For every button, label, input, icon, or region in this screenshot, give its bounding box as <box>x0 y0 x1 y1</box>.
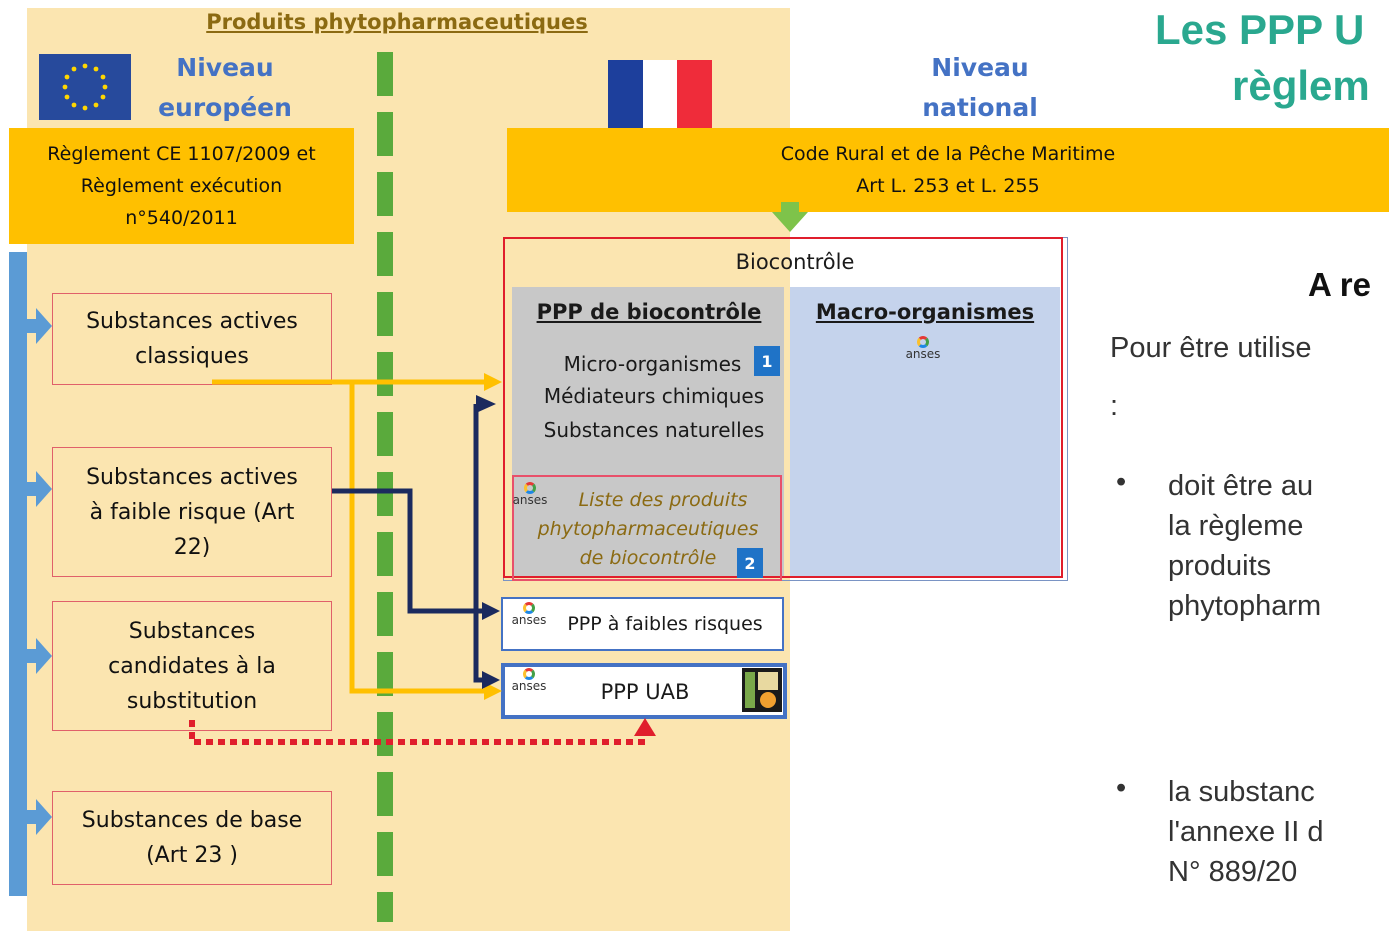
biocontrole-item: Substances naturelles <box>543 418 765 442</box>
national-level-label: Niveau national <box>905 48 1055 128</box>
anses-logo-icon: anses <box>506 668 552 693</box>
slide-title-line2: règlem <box>1232 62 1370 109</box>
ppp-uab-box <box>501 663 787 719</box>
bullet-2-line2: l'annexe II d <box>1168 816 1324 848</box>
eu-level-label: Niveau européen <box>140 48 310 128</box>
anses-logo-word: anses <box>905 347 941 361</box>
bullet-1-line1: doit être au <box>1168 470 1314 502</box>
french-flag-icon <box>608 60 713 130</box>
right-colon: : <box>1110 390 1119 422</box>
liste-line2: phytopharmaceutiques <box>537 518 759 540</box>
panel-title: Produits phytopharmaceutiques <box>206 10 588 34</box>
slide-title-line1: Les PPP U <box>1155 6 1365 53</box>
substance-box-candidates: Substances candidates à la substitution <box>52 601 332 731</box>
right-intro: Pour être utilise <box>1110 332 1312 364</box>
badge-1: 1 <box>754 346 780 376</box>
agriculture-bio-logo-icon <box>742 668 782 712</box>
ppp-uab-label: PPP UAB <box>600 680 690 704</box>
biocontrole-grey-area <box>512 287 784 577</box>
biocontrole-item: Micro-organismes <box>563 352 742 376</box>
substance-line2: candidates à la <box>108 653 276 679</box>
ppp-faibles-risques-box <box>501 597 784 651</box>
ppp-faibles-risques-label: PPP à faibles risques <box>567 613 763 635</box>
national-level-line1: Niveau <box>931 53 1029 82</box>
right-heading: A re <box>1308 266 1371 303</box>
bullet-1-dot: • <box>1116 466 1127 498</box>
eu-level-line1: Niveau <box>176 53 274 82</box>
liste-produits-box <box>512 475 782 581</box>
eu-regulation-line3: n°540/2011 <box>125 207 238 229</box>
eu-regulation-line2: Règlement exécution <box>80 175 283 197</box>
bullet-1: doit être au la règleme produits phytoph… <box>1168 466 1321 626</box>
national-code-line1: Code Rural et de la Pêche Maritime <box>780 143 1116 165</box>
biocontrole-title: Biocontrôle <box>735 250 855 274</box>
substance-line2: classiques <box>135 344 249 369</box>
national-code-line2: Art L. 253 et L. 255 <box>856 175 1040 197</box>
eu-bracket-bar <box>9 252 27 896</box>
macro-organismes-heading: Macro-organismes <box>815 300 1035 324</box>
level-separator-line <box>377 52 393 922</box>
bullet-2-line1: la substanc <box>1168 776 1315 808</box>
biocontrole-frame <box>503 237 1063 578</box>
substance-box-base: Substances de base (Art 23 ) <box>52 791 332 885</box>
bullet-1-line2: la règleme <box>1168 510 1304 542</box>
ppp-biocontrole-heading: PPP de biocontrôle <box>536 300 762 324</box>
bullet-2-dot: • <box>1116 772 1127 804</box>
substance-line2: (Art 23 ) <box>146 843 238 868</box>
liste-produits-text: Liste des produits phytopharmaceutiques … <box>518 486 778 573</box>
anses-logo-icon: anses <box>508 482 552 507</box>
macro-organismes-area <box>790 287 1060 577</box>
substance-line1: Substances actives <box>86 309 298 334</box>
liste-line1: Liste des produits <box>578 489 748 511</box>
eu-regulation-box: Règlement CE 1107/2009 et Règlement exéc… <box>9 128 354 244</box>
anses-logo-icon: anses <box>506 602 552 627</box>
substance-box-faible-risque: Substances actives à faible risque (Art … <box>52 447 332 577</box>
substance-line1: Substances de base <box>81 808 303 833</box>
bullet-2-line3: N° 889/20 <box>1168 856 1298 888</box>
substance-line3: 22) <box>173 534 211 560</box>
anses-logo-icon: anses <box>898 336 948 361</box>
substance-line1: Substances <box>128 618 256 644</box>
anses-logo-word: anses <box>511 679 547 693</box>
national-code-box: Code Rural et de la Pêche Maritime Art L… <box>507 128 1389 212</box>
substance-box-classiques: Substances actives classiques <box>52 293 332 385</box>
eu-level-line2: européen <box>158 93 292 122</box>
anses-logo-word: anses <box>512 493 548 507</box>
eu-regulation-line1: Règlement CE 1107/2009 et <box>47 143 316 165</box>
bullet-1-line3: produits <box>1168 550 1272 582</box>
bullet-2: la substanc l'annexe II d N° 889/20 <box>1168 772 1323 892</box>
eu-flag-icon <box>39 54 131 120</box>
substance-line3: substitution <box>126 688 258 714</box>
bullet-1-line4: phytopharm <box>1168 590 1322 622</box>
liste-line3: de biocontrôle <box>579 547 717 569</box>
anses-logo-word: anses <box>511 613 547 627</box>
biocontrole-item: Médiateurs chimiques <box>543 384 765 408</box>
substance-line2: à faible risque (Art <box>89 499 295 525</box>
badge-2: 2 <box>737 548 763 578</box>
substance-line1: Substances actives <box>86 464 298 490</box>
national-level-line2: national <box>922 93 1038 122</box>
